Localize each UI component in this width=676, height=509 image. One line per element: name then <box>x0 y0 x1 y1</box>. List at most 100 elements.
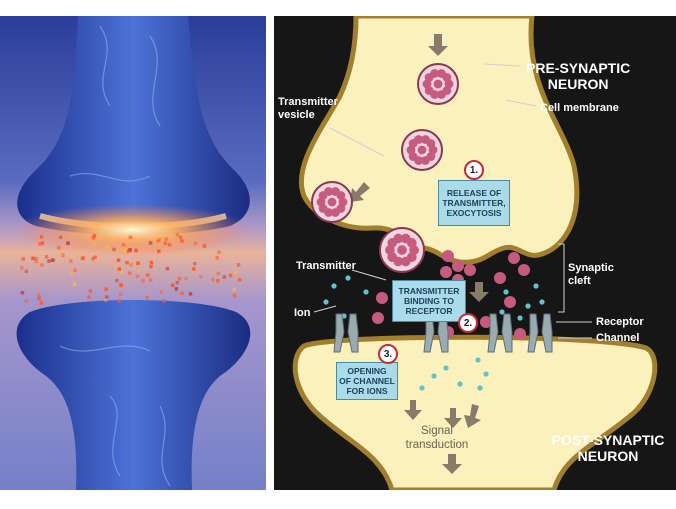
particle <box>136 261 140 265</box>
particle <box>119 282 123 287</box>
ion-dot <box>533 283 539 289</box>
cell-membrane-label: Cell membrane <box>540 102 619 114</box>
transmitter-label: Transmitter <box>296 260 356 272</box>
particle <box>92 242 97 247</box>
particle <box>237 278 242 282</box>
particle <box>93 255 97 259</box>
particle <box>216 279 220 283</box>
particle <box>128 248 132 252</box>
particle <box>72 282 77 287</box>
particle <box>120 270 124 275</box>
particle <box>37 293 41 298</box>
particle <box>119 292 123 296</box>
particle <box>234 270 238 275</box>
ion-dot <box>457 381 463 387</box>
particle <box>184 276 188 281</box>
particle <box>129 263 133 267</box>
particle <box>145 296 149 300</box>
particle <box>39 235 44 239</box>
particle <box>232 287 236 292</box>
ion-label: Ion <box>294 307 311 319</box>
particle <box>87 295 91 299</box>
particle <box>24 269 29 274</box>
synapse-render-svg <box>0 16 266 490</box>
leader-lines <box>313 63 592 339</box>
particle <box>170 283 175 288</box>
particle <box>193 262 197 266</box>
particle <box>156 239 160 243</box>
transmitter-dot <box>494 272 506 284</box>
particle <box>167 243 172 247</box>
particle <box>40 241 45 245</box>
synaptic-cleft-label: Synaptic cleft <box>568 262 614 287</box>
transmitter-dot <box>440 266 452 278</box>
particle <box>91 257 95 261</box>
transmitter-vesicle-label: Transmitter vesicle <box>278 96 338 121</box>
particle <box>121 243 126 247</box>
particle <box>51 258 55 262</box>
step-1-badge: 1. <box>464 160 484 180</box>
particle <box>60 252 64 257</box>
particle <box>199 275 203 279</box>
receptor-left-half <box>333 313 345 353</box>
step-1-box: RELEASE OF TRANSMITTER, EXOCYTOSIS <box>438 180 510 226</box>
particle <box>165 266 170 271</box>
particle <box>157 249 161 253</box>
particle <box>174 287 179 291</box>
particle <box>80 256 85 261</box>
particle <box>202 244 207 248</box>
pre-synaptic-label: PRE-SYNAPTIC NEURON <box>526 60 631 92</box>
transmitter-dot <box>452 260 464 272</box>
particle <box>232 294 237 298</box>
receptor-right-half <box>541 313 553 353</box>
particle <box>105 295 109 299</box>
step-2-box: TRANSMITTER BINDING TO RECEPTOR <box>392 280 466 322</box>
particle <box>104 298 108 302</box>
receptor-label: Receptor <box>596 316 644 328</box>
particle <box>116 258 121 262</box>
ion-dot <box>477 385 483 391</box>
particle <box>112 247 116 252</box>
particle <box>188 292 193 296</box>
particle <box>146 273 150 277</box>
particle <box>117 267 121 271</box>
ion-dot <box>475 357 481 363</box>
upper-neuron-shape <box>17 16 250 235</box>
particle <box>177 276 182 281</box>
particle <box>149 264 153 269</box>
particle <box>114 264 119 268</box>
ion-dot <box>345 275 351 281</box>
step-2-badge: 2. <box>458 313 478 333</box>
ion-dot <box>331 283 337 289</box>
particle <box>92 233 97 238</box>
post-synaptic-label: POST-SYNAPTIC NEURON <box>551 432 665 464</box>
particle <box>34 259 39 264</box>
particle <box>40 263 44 267</box>
synapse-diagram: PRE-SYNAPTIC NEURON Cell membrane Transm… <box>274 16 676 490</box>
particle <box>57 246 61 250</box>
particle <box>69 259 73 263</box>
particle <box>69 271 74 276</box>
particle <box>148 241 153 245</box>
particle <box>20 266 24 270</box>
particle <box>137 269 141 273</box>
particle <box>141 279 145 283</box>
particle <box>34 256 38 261</box>
ion-dot <box>503 289 509 295</box>
particle <box>88 289 93 293</box>
transmitter-dot <box>504 296 516 308</box>
particle <box>37 296 41 301</box>
particle <box>105 244 110 249</box>
particle <box>180 291 184 296</box>
particle <box>66 241 70 245</box>
particle <box>73 268 77 272</box>
particle <box>44 255 49 259</box>
particle <box>215 256 219 260</box>
ion-dot <box>525 303 531 309</box>
synapse-render-image <box>0 16 266 490</box>
particle <box>180 239 184 243</box>
released-particles <box>20 232 242 305</box>
transmitter-dot <box>376 292 388 304</box>
ion-dot <box>499 309 505 315</box>
signal-transduction-label: Signal transduction <box>405 425 469 451</box>
